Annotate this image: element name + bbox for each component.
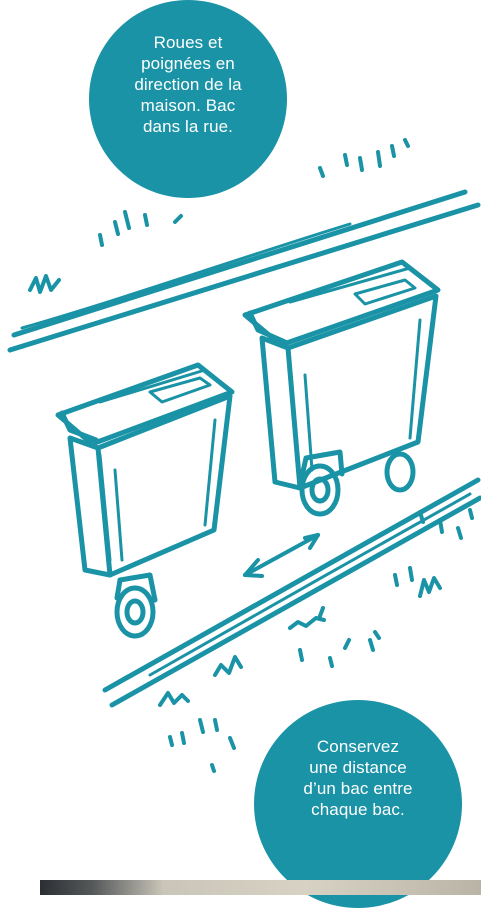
instruction-bubble-top: Roues et poignées en direction de la mai… (89, 0, 287, 198)
photo-strip (40, 880, 481, 895)
far-curb-lines (10, 192, 478, 350)
instruction-text-top: Roues et poignées en direction de la mai… (134, 32, 241, 137)
instruction-text-bottom: Conservez une distance d’un bac entre ch… (303, 736, 412, 820)
right-bin (245, 262, 438, 514)
near-curb-lines (105, 480, 480, 705)
left-bin (58, 365, 232, 636)
instruction-bubble-bottom: Conservez une distance d’un bac entre ch… (254, 700, 462, 908)
distance-arrow (245, 535, 318, 576)
